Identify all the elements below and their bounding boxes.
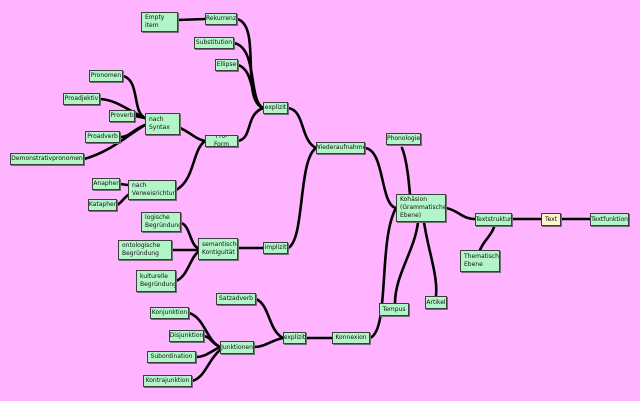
node-kohaesion[interactable]: Kohäsion (Grammatische Ebene)	[396, 194, 446, 222]
node-textstruktur[interactable]: Textstruktur	[475, 213, 512, 226]
node-nach-verweisrichtung[interactable]: nach Verweisrichtung	[128, 180, 176, 200]
edge-kohaesion-wiederaufnahme	[363, 146, 398, 210]
edge-explizit-proform	[236, 106, 265, 143]
edge-junktionen-kontrajunktion	[190, 348, 222, 383]
edge-textstruktur-thematische	[478, 225, 496, 252]
edge-nachverweis-katapher	[115, 193, 130, 207]
node-implizit[interactable]: implizit	[263, 242, 288, 254]
edge-explizit-junktionen	[252, 336, 285, 349]
node-thematische-ebene[interactable]: Thematische Ebene	[460, 250, 500, 272]
edge-wiederaufnahme-explizit	[286, 106, 318, 150]
edge-kohaesion-konnexion	[368, 206, 398, 340]
node-subordination[interactable]: Subordination	[147, 351, 196, 363]
node-logische-begruendung[interactable]: logische Begründung	[141, 212, 181, 232]
node-ontologische-begruendung[interactable]: ontologische Begründung	[118, 240, 172, 260]
node-disjunktion[interactable]: Disjunktion	[169, 330, 204, 342]
edge-kohaesion-tempus	[393, 220, 420, 305]
node-kontrajunktion[interactable]: Kontrajunktion	[143, 375, 192, 387]
node-substitution[interactable]: Substitution	[194, 37, 234, 49]
node-artikel[interactable]: Artikel	[425, 296, 447, 309]
node-konjunktion[interactable]: Konjunktion	[150, 307, 189, 319]
node-katapher[interactable]: Katapher	[88, 199, 117, 211]
node-anapher[interactable]: Anapher	[92, 178, 120, 190]
edge-explizit-satzadverb	[254, 297, 285, 340]
node-ellipse[interactable]: Ellipse	[215, 59, 238, 71]
edge-rekurrenz-emptyitem	[176, 17, 207, 22]
node-textfunktion[interactable]: Textfunktion	[590, 213, 629, 226]
node-empty-item[interactable]: Empty item	[141, 12, 178, 32]
node-konnexion[interactable]: Konnexion	[332, 332, 370, 344]
edge-wiederaufnahme-implizit	[286, 146, 318, 250]
edge-kohaesion-phonologie	[400, 146, 412, 197]
node-explizit-top[interactable]: explizit	[263, 102, 288, 114]
edge-explizit-ellipse	[236, 63, 265, 110]
node-explizit-bottom[interactable]: explizit	[283, 332, 306, 344]
node-proadjektiv[interactable]: Proadjektiv	[63, 93, 100, 105]
edge-nachverweis-anapher	[118, 182, 130, 187]
node-text[interactable]: Text	[541, 213, 561, 226]
node-pronomen[interactable]: Pronomen	[89, 70, 123, 82]
edge-semantische-logische	[179, 221, 200, 250]
edge-proform-nachsyntax	[178, 126, 207, 143]
edge-semantische-kulturelle	[174, 250, 200, 283]
edge-junktionen-subordination	[194, 345, 222, 359]
edge-proform-nachverweis	[174, 139, 207, 192]
node-demonstrativpronomen[interactable]: Demonstrativpronomen	[10, 153, 84, 165]
edge-kohaesion-textstruktur	[444, 206, 477, 221]
edge-nachsyntax-demonstrativ	[82, 123, 147, 161]
edge-kohaesion-artikel	[422, 220, 438, 298]
node-tempus[interactable]: Tempus	[379, 303, 409, 316]
node-proadverb[interactable]: Proadverb	[85, 131, 120, 143]
node-junktionen[interactable]: Junktionen	[220, 341, 254, 354]
node-semantische-kontiguitaet[interactable]: semantische Kontiguität	[198, 238, 238, 260]
node-satzadverb[interactable]: Satzadverb	[216, 293, 256, 305]
node-kulturelle-begruendung[interactable]: kulturelle Begründung	[136, 270, 176, 292]
node-wiederaufnahme[interactable]: Wiederaufnahme	[316, 142, 365, 154]
node-rekurrenz[interactable]: Rekurrenz	[205, 13, 237, 25]
node-nach-syntax[interactable]: nach Syntax	[145, 113, 180, 135]
edge-nachsyntax-proverb	[133, 114, 147, 120]
node-proverb[interactable]: Proverb	[109, 110, 135, 122]
node-phonologie[interactable]: Phonologie	[386, 133, 421, 145]
node-pro-form[interactable]: Pro-Form	[205, 135, 238, 147]
edge-junktionen-disjunktion	[202, 334, 222, 349]
